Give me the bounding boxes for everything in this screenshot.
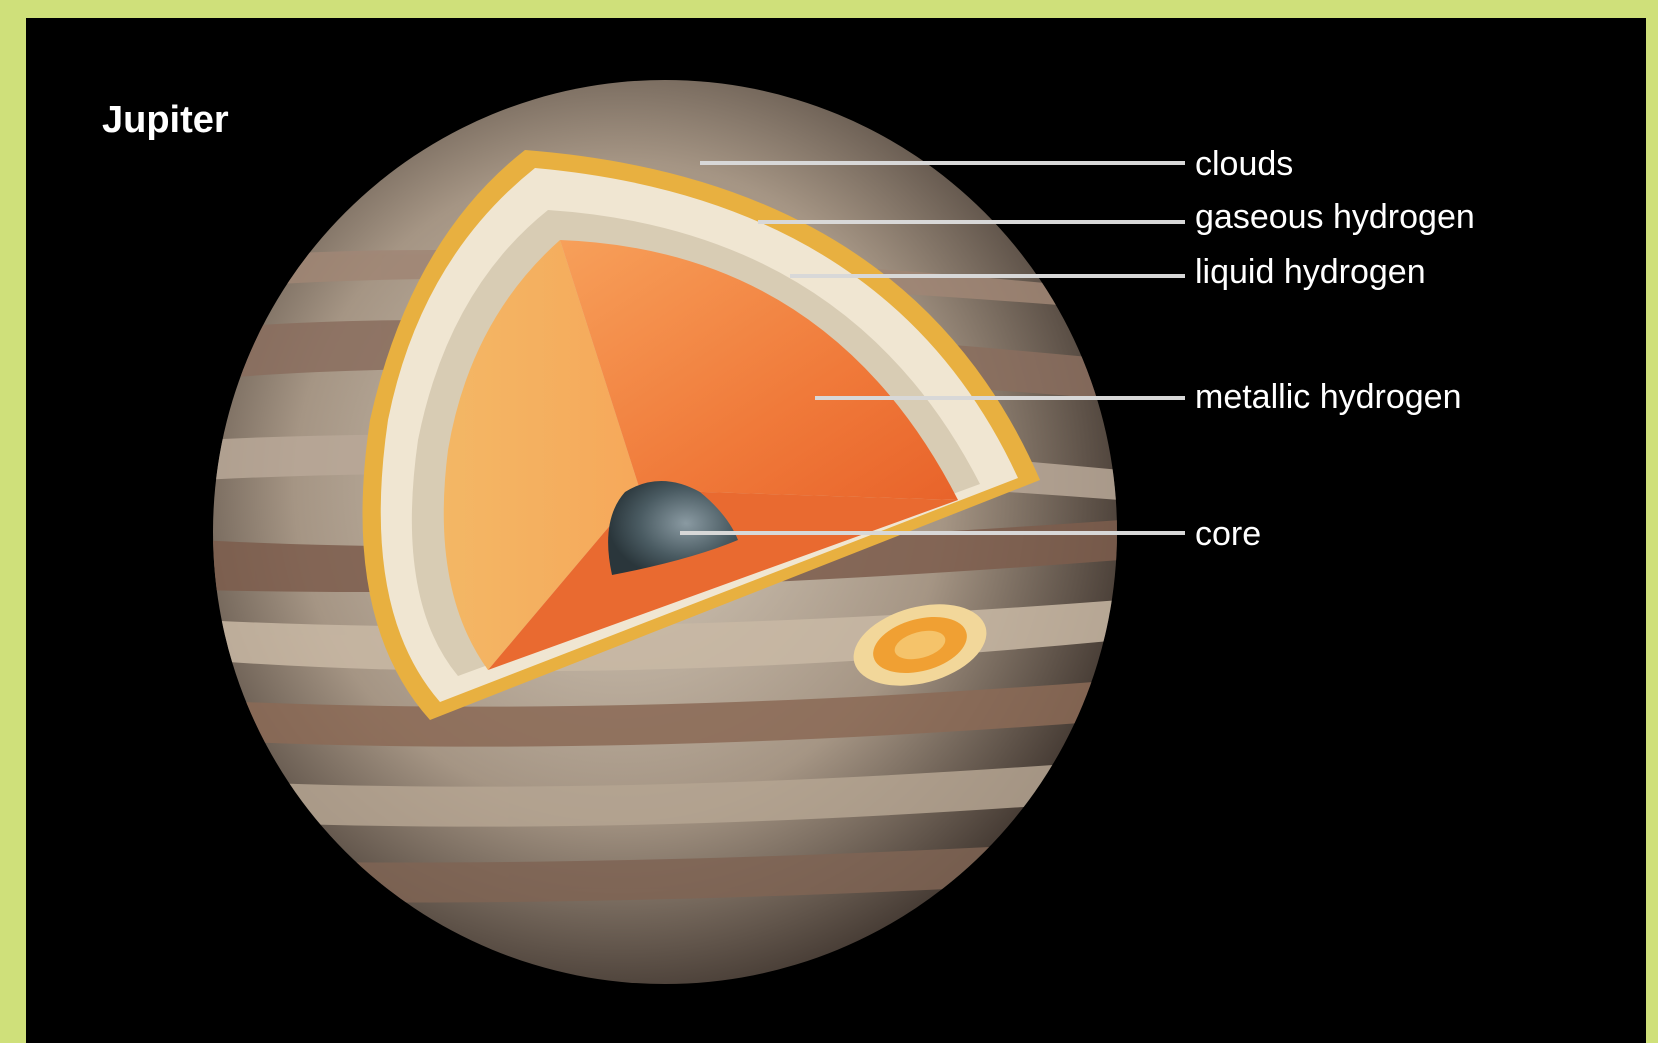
label-liquid-hydrogen: liquid hydrogen [1195,253,1426,291]
label-core: core [1195,515,1261,553]
label-clouds: clouds [1195,145,1293,183]
diagram-title: Jupiter [102,99,229,141]
label-metallic-hydrogen: metallic hydrogen [1195,378,1461,416]
label-gaseous-hydrogen: gaseous hydrogen [1195,198,1475,236]
